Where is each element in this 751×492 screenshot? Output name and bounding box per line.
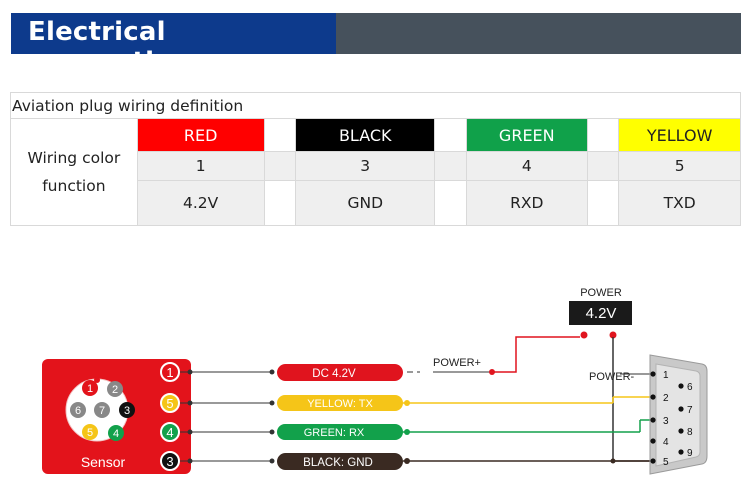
power-plus-wire	[492, 336, 580, 373]
svg-text:YELLOW: TX: YELLOW: TX	[307, 398, 373, 410]
svg-text:3: 3	[166, 454, 173, 469]
signal-cell: RXD	[465, 180, 588, 226]
plug-pin-3: 3	[119, 402, 135, 418]
sensor-label: Sensor	[81, 454, 126, 470]
db9-pin-8: 8	[687, 427, 693, 438]
color-name: GREEN	[498, 125, 555, 145]
plug-pin-5: 5	[82, 424, 98, 440]
pin-marker-3: 3	[160, 451, 180, 471]
color-cell-red: RED	[136, 118, 265, 152]
svg-text:1: 1	[87, 383, 93, 395]
svg-text:2: 2	[112, 384, 118, 396]
power-value: 4.2V	[586, 305, 617, 322]
color-cell-green: GREEN	[465, 118, 588, 152]
db9-pin-3: 3	[663, 416, 669, 427]
power-supply-box	[569, 301, 632, 325]
pin-cell: 5	[618, 151, 741, 181]
power-title: POWER	[580, 287, 622, 299]
gap-cell	[434, 151, 467, 181]
svg-text:6: 6	[75, 405, 81, 417]
wire-green-rx: GREEN: RX	[277, 424, 403, 440]
pin-cell: 4	[465, 151, 588, 181]
row-label-line1: Wiring color	[27, 149, 121, 167]
signal-cell: TXD	[618, 180, 741, 226]
color-name: RED	[183, 125, 218, 145]
plug-pin-4: 4	[108, 425, 124, 441]
gap-cell	[263, 118, 297, 152]
signal-cell: GND	[295, 180, 436, 226]
db9-pin-6: 6	[687, 382, 693, 393]
plug-pin-6: 6	[70, 402, 86, 418]
svg-text:BLACK: GND: BLACK: GND	[303, 457, 373, 469]
svg-text:4: 4	[113, 428, 119, 440]
page-title: Electrical connections	[28, 17, 207, 77]
wiring-table: Aviation plug wiring definition Wiring c…	[10, 92, 741, 226]
svg-text:5: 5	[166, 396, 173, 411]
color-name: YELLOW	[646, 125, 713, 145]
db9-connector: 1 2 3 4 5 6 7 8 9	[649, 354, 708, 475]
svg-text:5: 5	[87, 427, 93, 439]
lead-lines	[180, 371, 272, 462]
db9-pin-7: 7	[687, 405, 693, 416]
svg-text:3: 3	[124, 405, 130, 417]
wire-yellow-tx: YELLOW: TX	[277, 395, 403, 411]
power-minus-label: POWER-	[589, 371, 635, 383]
lead-dots	[187, 369, 275, 464]
svg-text:1: 1	[166, 365, 173, 380]
color-cell-black: BLACK	[295, 118, 436, 152]
row-label-cell: Wiring color function	[10, 118, 138, 226]
sensor-block: 1 2 6 7 3 5 4 8 Sensor 1 5 4 3	[42, 359, 191, 474]
pin-marker-1: 1	[160, 362, 180, 382]
wire-dc-4v2: DC 4.2V	[277, 364, 403, 381]
pin-marker-4: 4	[160, 422, 180, 442]
db9-pin-5: 5	[663, 457, 669, 468]
color-cell-yellow: YELLOW	[618, 118, 741, 152]
plug-pin-7: 7	[94, 402, 110, 418]
power-terminal-minus	[609, 331, 617, 339]
svg-text:4: 4	[166, 425, 173, 440]
wire-black-gnd: BLACK: GND	[277, 453, 403, 470]
signal-cell: 4.2V	[136, 180, 265, 226]
color-name: BLACK	[338, 125, 392, 145]
gap-cell	[586, 180, 620, 226]
gap-cell	[586, 151, 620, 181]
pin-cell: 3	[295, 151, 436, 181]
row-label-line2: function	[42, 177, 106, 195]
svg-text:DC 4.2V: DC 4.2V	[312, 368, 356, 380]
db9-pin-1: 1	[663, 370, 669, 381]
plug-pin-2: 2	[107, 381, 123, 397]
svg-text:7: 7	[99, 405, 105, 417]
header-banner: Electrical connections	[11, 13, 741, 77]
db9-pin-2: 2	[663, 393, 669, 404]
gap-cell	[263, 151, 297, 181]
pin-cell: 1	[136, 151, 265, 181]
gap-cell	[586, 118, 620, 152]
svg-text:GREEN: RX: GREEN: RX	[304, 427, 365, 439]
power-terminal-plus	[580, 331, 588, 339]
plug-pin-1: 1	[82, 380, 98, 396]
power-plus-label: POWER+	[433, 357, 481, 369]
db9-pin-9: 9	[687, 448, 693, 459]
gap-cell	[434, 118, 467, 152]
header-title-block: Electrical connections	[11, 13, 336, 77]
pin-marker-5: 5	[160, 393, 180, 413]
gap-cell	[263, 180, 297, 226]
db9-pin-4: 4	[663, 437, 669, 448]
